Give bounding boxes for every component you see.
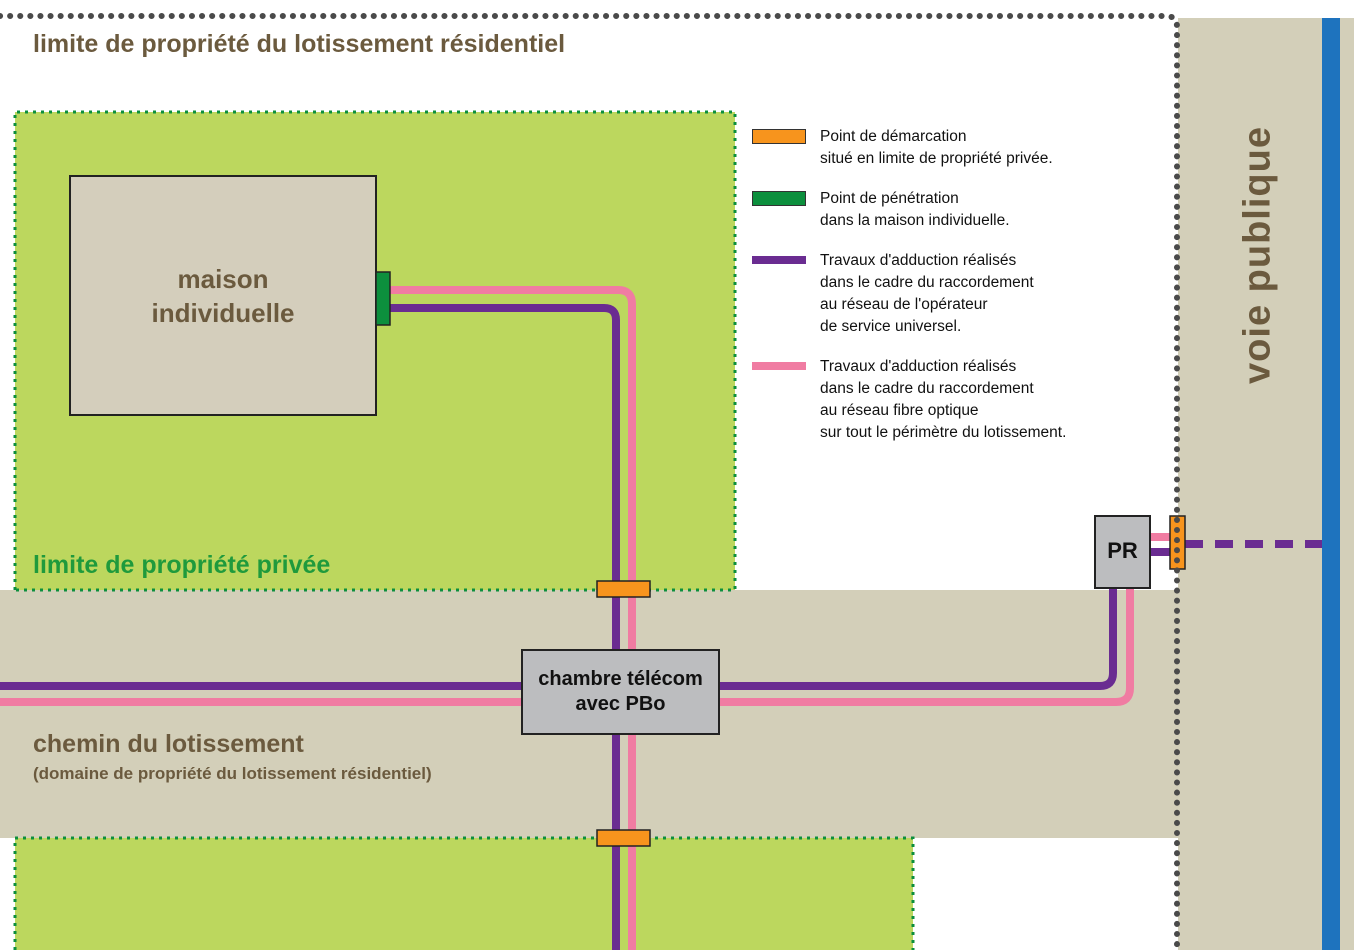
legend-item-penetration: Point de pénétration dans la maison indi… <box>752 188 1152 232</box>
voie-publique-label: voie publique <box>1236 126 1279 384</box>
chambre-label-line2: avec PBo <box>575 693 666 715</box>
private-limit-label: limite de propriété privée <box>33 551 331 579</box>
legend-text: Travaux d'adduction réalisés <box>820 358 1017 375</box>
public-network-line <box>1322 18 1340 950</box>
legend-text: sur tout le périmètre du lotissement. <box>820 424 1067 441</box>
pink-line-icon <box>752 362 806 370</box>
legend-item-demarcation: Point de démarcation situé en limite de … <box>752 126 1152 170</box>
chemin-label: chemin du lotissement <box>33 730 304 758</box>
legend-text: situé en limite de propriété privée. <box>820 150 1053 167</box>
lotissement-limit-label: limite de propriété du lotissement résid… <box>33 30 566 58</box>
legend-text: Travaux d'adduction réalisés <box>820 252 1017 269</box>
legend-text: Point de démarcation <box>820 128 967 145</box>
orange-box-icon <box>752 129 806 144</box>
house-label-line2: individuelle <box>151 298 295 328</box>
chambre-telecom-box <box>521 649 720 735</box>
house-label-line1: maison <box>177 264 269 294</box>
penetration-point <box>375 271 391 326</box>
legend-text: au réseau de l'opérateur <box>820 296 988 313</box>
green-box-icon <box>752 191 806 206</box>
legend-text: Point de pénétration <box>820 190 959 207</box>
private-limit-bottom <box>13 836 915 950</box>
house-label: maison individuelle <box>70 262 376 330</box>
private-plot-bottom <box>15 838 913 950</box>
legend-text: dans la maison individuelle. <box>820 212 1010 229</box>
legend-text: de service universel. <box>820 318 962 335</box>
legend-item-pink: Travaux d'adduction réalisés dans le cad… <box>752 356 1152 444</box>
chambre-label-line1: chambre télécom <box>538 668 703 690</box>
purple-cable-main <box>0 588 1117 690</box>
house-box <box>69 175 377 416</box>
legend-text: au réseau fibre optique <box>820 402 979 419</box>
legend-text: dans le cadre du raccordement <box>820 380 1034 397</box>
purple-line-icon <box>752 256 806 264</box>
lotissement-limit <box>0 13 1180 950</box>
pr-box <box>1094 515 1151 589</box>
pink-cable-main <box>0 588 1134 706</box>
pr-label: PR <box>1107 538 1138 563</box>
purple-cable-house <box>389 304 620 950</box>
legend-text: dans le cadre du raccordement <box>820 274 1034 291</box>
pink-cable-house <box>389 286 636 950</box>
demarcation-point-top <box>596 580 651 598</box>
chambre-telecom-label: chambre télécom avec PBo <box>522 667 719 717</box>
legend: Point de démarcation situé en limite de … <box>752 126 1152 462</box>
legend-item-purple: Travaux d'adduction réalisés dans le cad… <box>752 250 1152 338</box>
chemin-sublabel: (domaine de propriété du lotissement rés… <box>33 764 432 783</box>
demarcation-point-bottom <box>596 829 651 847</box>
